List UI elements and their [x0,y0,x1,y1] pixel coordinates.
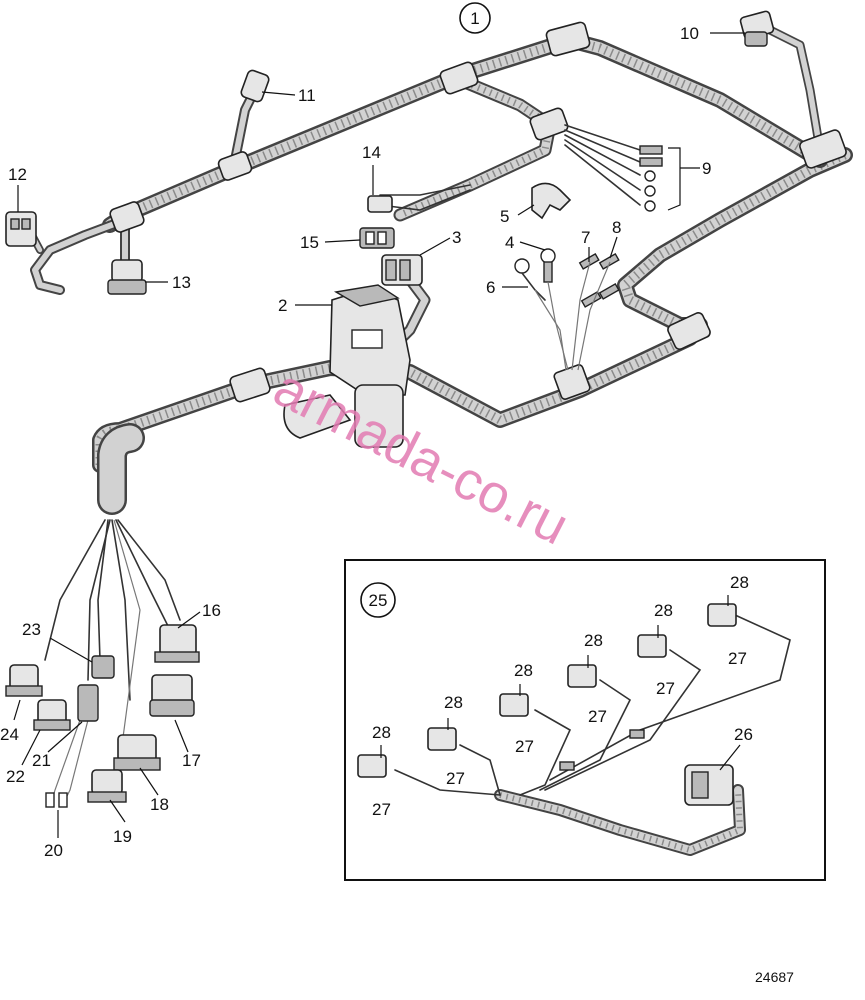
connector-22 [33,699,71,731]
connector-21 [77,684,99,722]
label-20: 20 [44,841,63,860]
terminals-9 [564,124,663,212]
leader-lines [13,32,745,838]
label-3: 3 [452,228,461,247]
connector-24 [5,664,43,697]
label-28: 28 [444,693,463,712]
connector-10 [739,10,775,47]
terminal-6 [514,258,546,301]
svg-text:25: 25 [369,591,388,610]
terminal-5 [531,182,572,220]
connector-15 [359,227,395,249]
label-23: 23 [22,620,41,639]
label-27: 27 [588,707,607,726]
connector-18 [113,734,161,771]
terminal-4 [540,248,556,283]
label-4: 4 [505,233,514,252]
label-14: 14 [362,143,381,162]
inset-injector-connectors-27 [357,603,737,778]
label-28: 28 [514,661,533,680]
connector-14 [367,184,471,213]
relay-box-assembly [283,284,411,448]
harness-main-trunk [24,21,853,515]
connector-16 [154,624,200,663]
label-19: 19 [113,827,132,846]
connector-19 [87,769,127,803]
label-27: 27 [728,649,747,668]
label-28: 28 [654,601,673,620]
label-21: 21 [32,751,51,770]
label-27: 27 [446,769,465,788]
connector-3 [381,254,423,286]
connector-13 [107,259,147,295]
label-6: 6 [486,278,495,297]
inset-connector-26 [684,764,734,806]
label-26: 26 [734,725,753,744]
connector-17 [149,674,195,717]
label-11: 11 [298,86,316,105]
label-28: 28 [372,723,391,742]
labels: 2 3 4 5 6 7 8 9 10 11 12 13 14 15 16 17 … [0,24,753,860]
label-18: 18 [150,795,169,814]
watermark: armada-co.ru [265,357,578,556]
label-22: 22 [6,767,25,786]
inset-harness [394,614,791,856]
label-8: 8 [612,218,621,237]
terminal-20 [45,792,68,808]
connector-12 [5,211,37,247]
label-27: 27 [372,800,391,819]
wires-to-sleeve [534,261,611,371]
label-27: 27 [515,737,534,756]
svg-text:1: 1 [470,9,479,28]
label-7: 7 [581,228,590,247]
callout-1: 1 [459,2,491,34]
label-9: 9 [702,159,711,178]
label-13: 13 [172,273,191,292]
callout-25: 25 [360,582,396,618]
figure-number: 24687 [755,969,794,985]
connector-23 [91,655,115,679]
label-10: 10 [680,24,699,43]
label-12: 12 [8,165,27,184]
breakout-wires [44,519,181,801]
label-17: 17 [182,751,201,770]
label-16: 16 [202,601,221,620]
inset-frame [344,559,826,881]
label-24: 24 [0,725,19,744]
label-28: 28 [584,631,603,650]
connector-11 [240,69,270,103]
label-27: 27 [656,679,675,698]
label-2: 2 [278,296,287,315]
label-28: 28 [730,573,749,592]
label-15: 15 [300,233,319,252]
label-5: 5 [500,207,509,226]
